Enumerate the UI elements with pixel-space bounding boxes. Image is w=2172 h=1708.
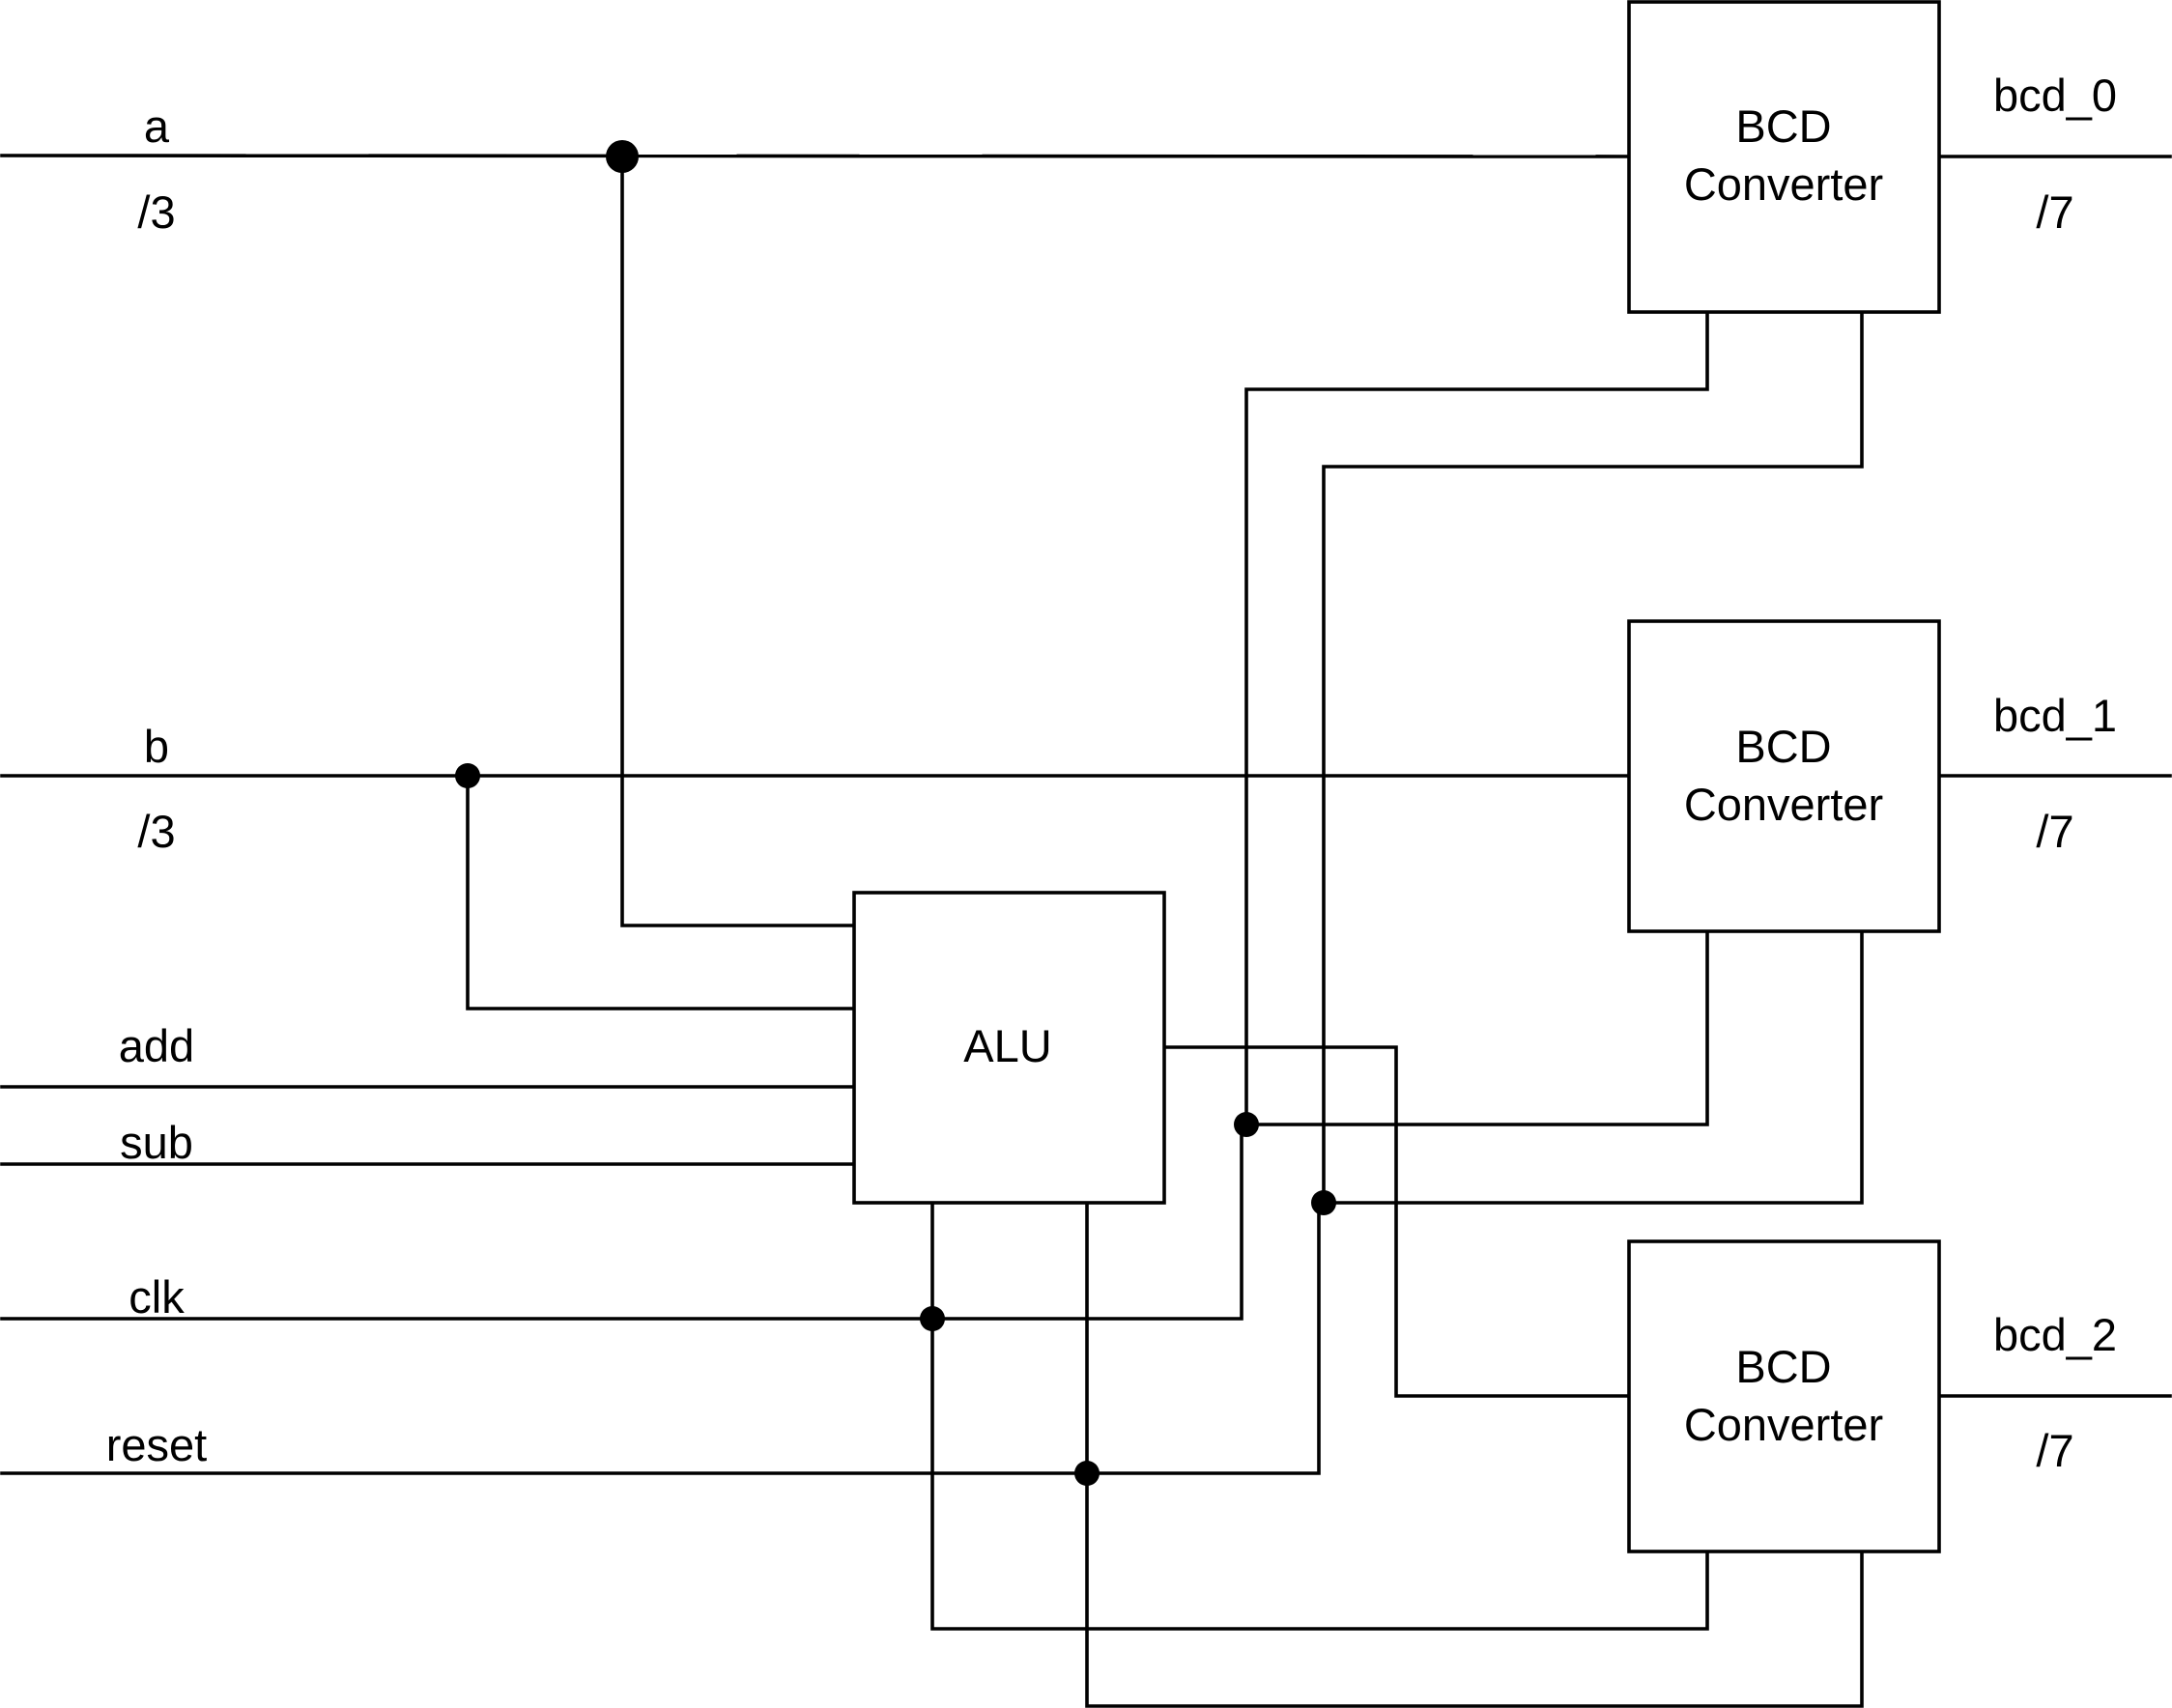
bcd-converter-2-box bbox=[1627, 1239, 1941, 1553]
junction-clk-alu bbox=[920, 1306, 945, 1331]
alu-box bbox=[852, 891, 1166, 1205]
label-bcd_2: bcd_2 bbox=[1993, 1309, 2117, 1360]
alu-label: ALU bbox=[963, 1020, 1051, 1071]
label-bcd_1: bcd_1 bbox=[1993, 690, 2117, 741]
label-clk: clk bbox=[129, 1271, 185, 1323]
label-reset: reset bbox=[106, 1419, 208, 1470]
alu-block: ALU bbox=[852, 891, 1166, 1205]
wires bbox=[0, 154, 2172, 1708]
wire-reset bbox=[0, 1201, 1321, 1475]
wire-reset-to-bcd1 bbox=[1322, 929, 1864, 1205]
bcd-converter-0-line2: Converter bbox=[1684, 158, 1883, 210]
label-bcd_0: bcd_0 bbox=[1993, 70, 2117, 121]
bcd-converter-1-line2: Converter bbox=[1684, 779, 1883, 830]
wire-clk-to-bcd0 bbox=[1244, 310, 1709, 1126]
label-b: b bbox=[144, 721, 169, 772]
wire-clk bbox=[0, 1123, 1243, 1321]
label-b-width: /3 bbox=[137, 806, 175, 857]
label-a: a bbox=[144, 100, 170, 152]
bcd-converter-1: BCD Converter bbox=[1627, 619, 1941, 933]
label-bcd_0-width: /7 bbox=[2036, 186, 2073, 238]
wire-reset-to-bcd2 bbox=[1085, 1201, 1864, 1708]
wire-a-to-alu bbox=[620, 155, 856, 927]
label-add: add bbox=[119, 1020, 194, 1071]
junction-clk-bcd1 bbox=[1234, 1112, 1259, 1137]
junction-b bbox=[455, 763, 480, 788]
wire-a bbox=[0, 154, 1631, 158]
wire-b-to-alu bbox=[466, 774, 856, 1011]
label-bcd_2-width: /7 bbox=[2036, 1425, 2073, 1476]
wire-reset-to-bcd0 bbox=[1322, 310, 1864, 1205]
bcd-converter-0: BCD Converter bbox=[1627, 0, 1941, 314]
junction-a bbox=[606, 140, 639, 173]
wire-clk-to-bcd2 bbox=[930, 1201, 1709, 1631]
bcd-converter-2-line2: Converter bbox=[1684, 1399, 1883, 1450]
input-labels: a /3 b /3 add sub clk reset bbox=[106, 100, 208, 1470]
junctions bbox=[455, 140, 1336, 1486]
output-labels: bcd_0 /7 bcd_1 /7 bcd_2 /7 bbox=[1993, 70, 2117, 1476]
label-bcd_1-width: /7 bbox=[2036, 806, 2073, 857]
bcd-converter-2: BCD Converter bbox=[1627, 1239, 1941, 1553]
label-sub: sub bbox=[120, 1117, 193, 1168]
wire-clk-to-bcd1 bbox=[1244, 929, 1709, 1126]
bcd-converter-1-line1: BCD bbox=[1735, 721, 1831, 772]
wire-alu-to-bcd2 bbox=[1162, 1045, 1631, 1398]
label-a-width: /3 bbox=[137, 186, 175, 238]
bcd-converter-2-line1: BCD bbox=[1735, 1341, 1831, 1392]
bcd-converter-0-line1: BCD bbox=[1735, 100, 1831, 152]
junction-reset-bcd1 bbox=[1311, 1190, 1336, 1215]
junction-reset-alu bbox=[1074, 1461, 1100, 1486]
bcd-converter-0-box bbox=[1627, 0, 1941, 314]
bcd-converter-1-box bbox=[1627, 619, 1941, 933]
